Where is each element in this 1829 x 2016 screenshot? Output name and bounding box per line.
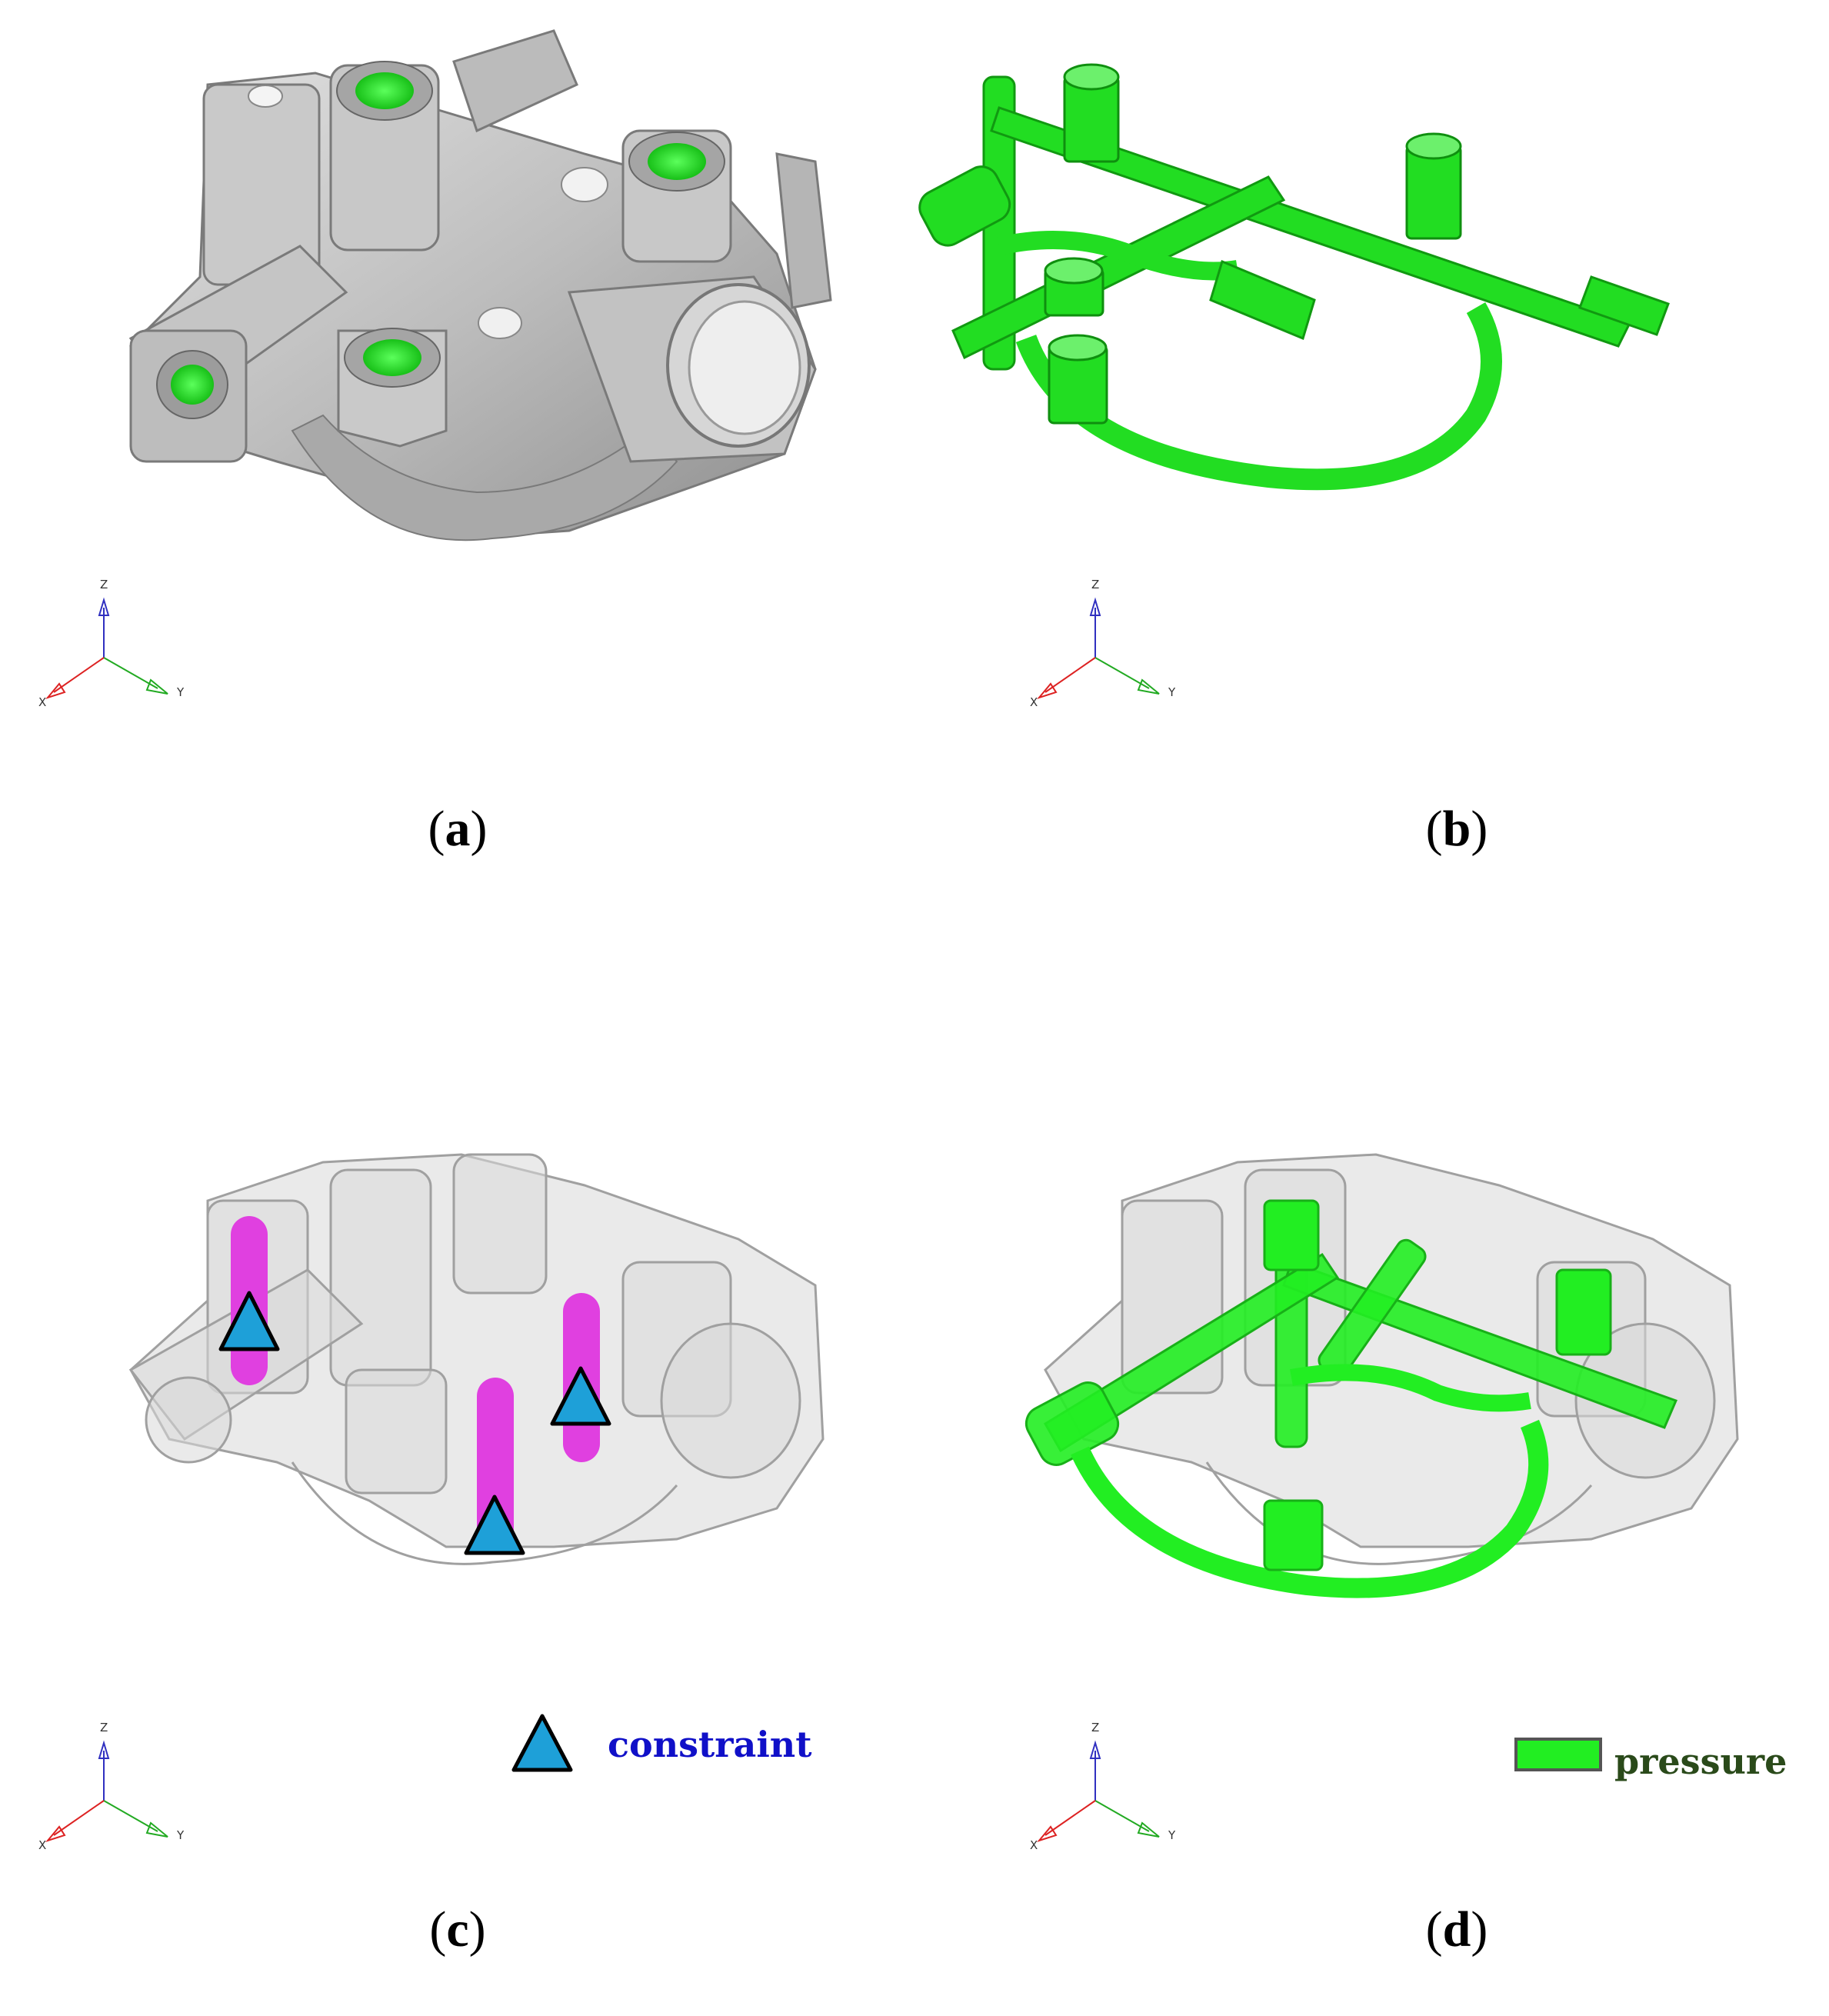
axis-x-label: X [38, 695, 46, 709]
axis-y-label: Y [176, 1828, 185, 1842]
pressure-cup-lower [1263, 1499, 1324, 1571]
left-port-green [171, 365, 214, 405]
axis-x-label: X [38, 1838, 46, 1852]
middle-curved-tube [997, 231, 1239, 281]
pressure-curved-pipe [1071, 1419, 1549, 1598]
right-spur [1209, 259, 1316, 341]
legend-pressure-label: pressure [1614, 1741, 1787, 1782]
pressure-cup-top [1263, 1199, 1320, 1271]
ghost-bowl [1205, 1461, 1593, 1565]
right-flange [775, 152, 832, 309]
bracket-hole [248, 85, 283, 108]
axis-triad-a: Z Y X [38, 578, 185, 709]
axis-x-label: X [1030, 695, 1038, 709]
front-port-green [363, 339, 421, 376]
axis-z-label: Z [1091, 1721, 1099, 1734]
center-hole [561, 167, 608, 202]
pressure-cup-right [1555, 1268, 1612, 1356]
right-port-green [648, 143, 706, 180]
cup-right-rim [1405, 132, 1462, 160]
ghost-top-pipe [452, 1153, 548, 1295]
pressure-render [1024, 1153, 1739, 1771]
constraint-render [128, 1153, 825, 1772]
legend-constraint-label: constraint [608, 1724, 812, 1765]
panel-d-pressure: Z Y X pressure (d) [914, 1008, 1829, 2016]
top-port-green [355, 72, 414, 109]
front-hole [478, 307, 522, 339]
left-end-cap [918, 165, 1011, 247]
ghost-right-bore [660, 1322, 801, 1479]
axis-y-label: Y [1168, 1828, 1176, 1842]
constraint-triangle-1 [218, 1291, 280, 1351]
passages-render [918, 63, 1670, 491]
axis-z-label: Z [100, 578, 108, 591]
caption-d: (d) [1425, 1901, 1488, 1958]
axis-z-label: Z [1091, 578, 1099, 591]
panel-b-passages: Z Y X (b) [914, 0, 1829, 1008]
ghost-left-port [145, 1376, 232, 1464]
axis-z-label: Z [100, 1721, 108, 1734]
ghost-front-tower [345, 1368, 448, 1495]
casting-bowl [291, 414, 678, 541]
right-bore-inner [688, 300, 801, 435]
upper-end-cap [1578, 275, 1670, 336]
axis-y-label: Y [1168, 685, 1176, 699]
axis-y-label: Y [176, 685, 185, 699]
caption-b: (b) [1425, 801, 1488, 857]
axis-triad-c: Z Y X [38, 1721, 185, 1852]
axis-triad-b: Z Y X [1030, 578, 1176, 709]
constraint-triangle-2 [550, 1366, 611, 1426]
panel-c-constraints: Z Y X constraint (c) [0, 1008, 914, 2016]
caption-c: (c) [429, 1901, 486, 1958]
pressure-middle-tube [1290, 1364, 1531, 1412]
cup-lower-rim [1048, 334, 1108, 362]
axis-x-label: X [1030, 1838, 1038, 1852]
ghost-bowl [291, 1461, 678, 1565]
constraint-triangle-3 [464, 1495, 525, 1555]
cup-middle-rim [1044, 257, 1104, 285]
casting-solid-render [128, 29, 832, 541]
cup-top-left-rim [1063, 63, 1120, 91]
top-pipe [452, 29, 578, 133]
panel-a-casting-solid: Z Y X (a) [0, 0, 914, 1008]
left-diagonal-tube [951, 175, 1286, 360]
axis-triad-d: Z Y X [1030, 1721, 1176, 1852]
legend-constraint-icon [511, 1714, 573, 1772]
upper-diagonal-tube [990, 106, 1632, 348]
legend-pressure-swatch [1514, 1738, 1602, 1771]
caption-a: (a) [428, 801, 488, 857]
